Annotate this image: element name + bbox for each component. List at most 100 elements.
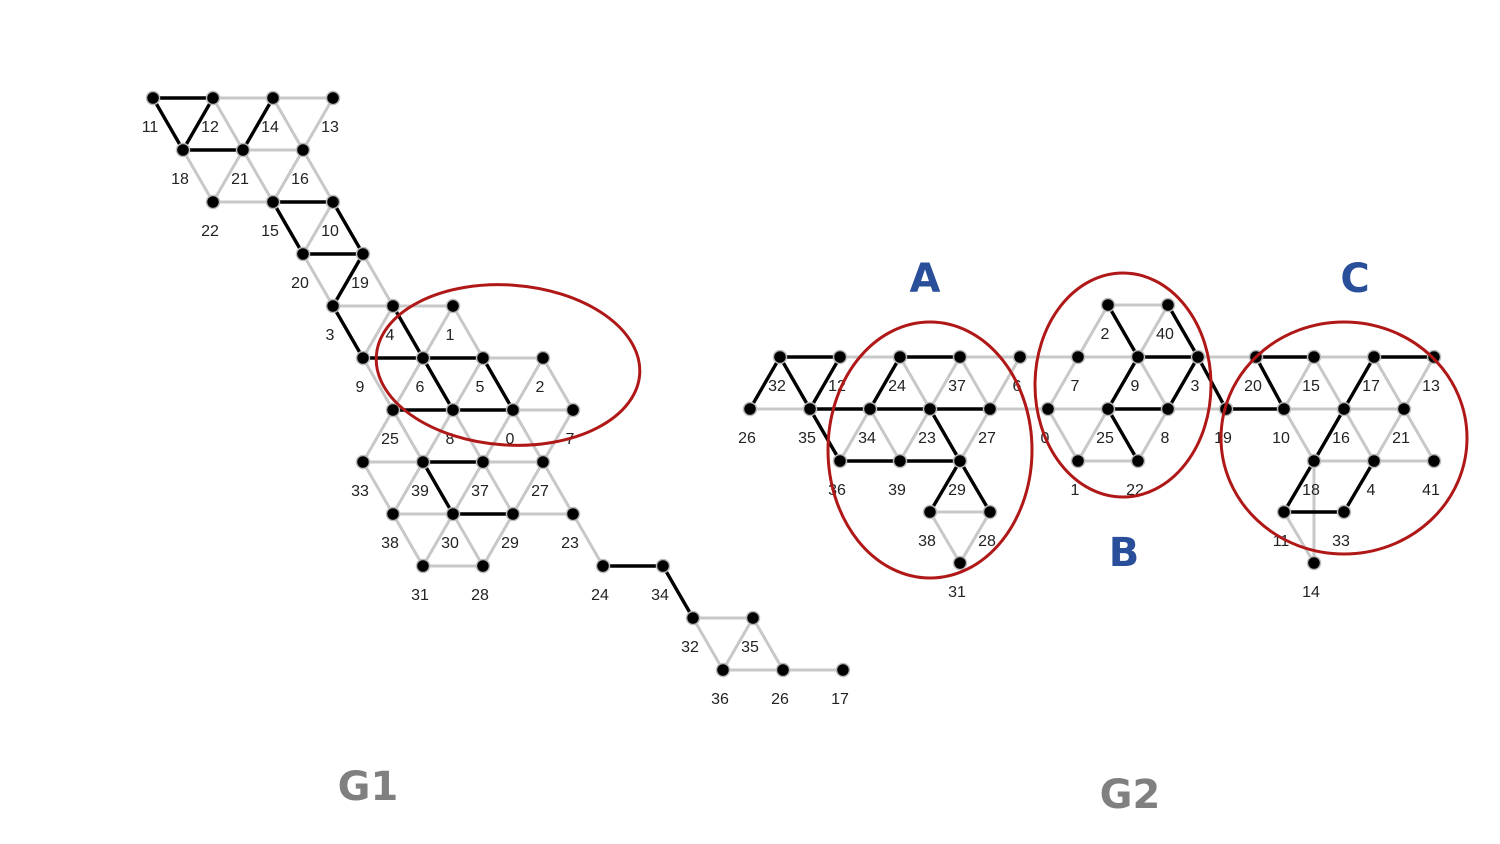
g2-node-25: [1100, 401, 1116, 417]
g1-node-7: [565, 402, 581, 418]
g2-node-label-12: 12: [828, 378, 846, 395]
g2-node-18: [1306, 453, 1322, 469]
g2-node-6: [1012, 349, 1028, 365]
g1-node-label-8: 8: [446, 431, 455, 448]
g2-edge-0-1: [1046, 407, 1080, 463]
g1-edge-32-34: [661, 564, 695, 620]
g1-edge-15-21: [241, 148, 275, 204]
g1-node-27: [535, 454, 551, 470]
g1-node-label-29: 29: [501, 535, 519, 552]
g1-node-label-26: 26: [771, 691, 789, 708]
g2-node-11: [1276, 504, 1292, 520]
g1-node-35: [745, 610, 761, 626]
g2-edge-10-18: [1282, 407, 1316, 463]
g2-node-17: [1366, 349, 1382, 365]
g2-node-label-14: 14: [1302, 584, 1320, 601]
g2-ellipse-A: [826, 320, 1034, 580]
g1-edge-0-2: [511, 356, 545, 412]
g2-edge-9-8: [1136, 355, 1170, 411]
g2-edge-16-18: [1312, 407, 1346, 463]
g1-node-39: [415, 454, 431, 470]
g2-node-label-18: 18: [1302, 482, 1320, 499]
g1-node-33: [355, 454, 371, 470]
g1-edge-28-29: [481, 512, 515, 568]
g2-edge-6-27: [988, 355, 1022, 411]
g2-node-0: [1040, 401, 1056, 417]
g2-edge-23-39: [898, 407, 932, 463]
g1-edge-33-38: [361, 460, 395, 516]
g1-node-label-16: 16: [291, 171, 309, 188]
g1-node-label-33: 33: [351, 483, 369, 500]
g2-node-15: [1306, 349, 1322, 365]
g2-node-label-7: 7: [1071, 378, 1080, 395]
g2-node-label-17: 17: [1362, 378, 1380, 395]
g2-edge-32-26: [748, 355, 782, 411]
g1-edge-6-8: [421, 356, 455, 412]
g1-node-label-14: 14: [261, 119, 279, 136]
g1-edge-12-18: [181, 96, 215, 152]
g1-node-10: [325, 194, 341, 210]
g1-node-label-27: 27: [531, 483, 549, 500]
g1-node-21: [235, 142, 251, 158]
g2-edge-15-16: [1312, 355, 1346, 411]
g1-node-6: [415, 350, 431, 366]
g2-edge-32-35: [778, 355, 812, 411]
g2-node-21: [1396, 401, 1412, 417]
g1-edge-11-18: [151, 96, 185, 152]
g1-node-label-21: 21: [231, 171, 249, 188]
g1-edge-19-3: [331, 252, 365, 308]
g1-node-19: [355, 246, 371, 262]
g1-node-label-37: 37: [471, 483, 489, 500]
g1-edge-23-27: [541, 460, 575, 516]
g1-node-4: [385, 298, 401, 314]
g2-node-label-3: 3: [1191, 378, 1200, 395]
g1-highlight-ellipse: [374, 283, 642, 447]
g2-edge-8-22: [1136, 407, 1170, 463]
g2-node-26: [742, 401, 758, 417]
g2-node-label-28: 28: [978, 533, 996, 550]
g1-edge-1-5: [451, 304, 485, 360]
g2-node-label-37: 37: [948, 378, 966, 395]
g2-edge-7-0: [1046, 355, 1080, 411]
g1-node-label-24: 24: [591, 587, 609, 604]
g2-edge-21-4: [1372, 407, 1406, 463]
g2-node-36: [832, 453, 848, 469]
g2-edge-12-35: [808, 355, 842, 411]
g1-edge-29-37: [481, 460, 515, 516]
g1-edge-19-4: [361, 252, 395, 308]
g1-node-23: [565, 506, 581, 522]
g1-edge-26-35: [751, 616, 785, 672]
g2-node-38: [922, 504, 938, 520]
g2-node-label-9: 9: [1131, 378, 1140, 395]
g1-node-1: [445, 298, 461, 314]
g2-edge-17-21: [1372, 355, 1406, 411]
g1-edge-31-38: [391, 512, 425, 568]
g2-edge-16-4: [1342, 407, 1376, 463]
g2-title: G2: [1100, 772, 1161, 818]
g2-node-33: [1336, 504, 1352, 520]
g1-node-17: [835, 662, 851, 678]
g1-edge-10-20: [301, 200, 335, 256]
g1-edge-25-33: [361, 408, 395, 464]
g1-edge-25-9: [361, 356, 395, 412]
g2-node-14: [1306, 555, 1322, 571]
g2-node-28: [982, 504, 998, 520]
g2-edge-40-3: [1166, 303, 1200, 359]
g1-node-32: [685, 610, 701, 626]
g1-edge-14-21: [241, 96, 275, 152]
g1-node-28: [475, 558, 491, 574]
g2-node-label-33: 33: [1332, 533, 1350, 550]
g2-node-1: [1070, 453, 1086, 469]
g2-node-label-16: 16: [1332, 430, 1350, 447]
g1-ellipse: [374, 283, 642, 447]
g2-node-label-25: 25: [1096, 430, 1114, 447]
g1-edge-20-3: [301, 252, 335, 308]
g2-node-label-19: 19: [1214, 430, 1232, 447]
g1-node-20: [295, 246, 311, 262]
g2-edge-4-33: [1342, 459, 1376, 514]
g2-node-16: [1336, 401, 1352, 417]
g1-node-18: [175, 142, 191, 158]
g2-edge-28-31: [958, 510, 992, 565]
